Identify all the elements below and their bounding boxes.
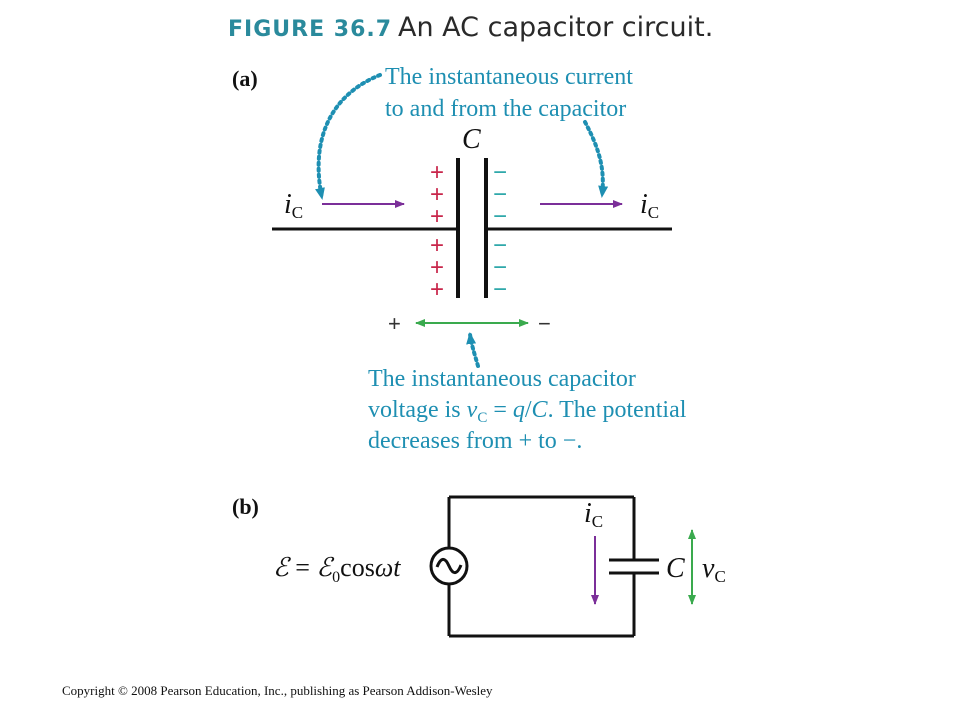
plus-charge: + [430,159,444,186]
voltage-minus-sign: − [538,311,551,336]
ac-source-icon [429,546,469,586]
copyright-notice: Copyright © 2008 Pearson Education, Inc.… [62,683,493,698]
current-label-left: iC [284,189,303,222]
figure-number: FIGURE 36.7 [228,17,392,42]
circuit-loop [447,495,636,638]
plus-charge: + [430,181,444,208]
current-pointer-right-arrow [583,120,609,198]
voltage-note-line2: voltage is vC = q/C. The potential [368,397,687,426]
positive-charges: + + + + + + [430,159,444,303]
minus-charge: − [493,181,507,208]
voltage-note-line1: The instantaneous capacitor [368,366,636,392]
minus-charge: − [493,254,507,281]
current-note-line1: The instantaneous current [385,64,633,90]
plus-charge: + [430,232,444,259]
part-a-label: (a) [232,66,258,91]
current-note-line2: to and from the capacitor [385,96,626,122]
capacitor-symbol [609,558,659,575]
plus-charge: + [430,276,444,303]
plus-charge: + [430,254,444,281]
voltage-note-line3: decreases from + to −. [368,428,582,454]
negative-charges: − − − − − − [493,159,507,303]
plus-charge: + [430,203,444,230]
emf-equation: ℰ = ℰ0cosωt [273,553,401,586]
voltage-label-b: vC [702,553,726,586]
voltage-pointer-arrow [466,332,480,368]
capacitor-label-a: C [462,124,481,155]
voltage-plus-sign: + [388,311,401,336]
capacitor-label-b: C [666,553,685,584]
current-label-right: iC [640,189,659,222]
minus-charge: − [493,159,507,186]
minus-charge: − [493,276,507,303]
current-pointer-left-arrow [315,73,382,200]
current-label-b: iC [584,498,603,531]
figure-title: An AC capacitor circuit. [398,12,713,43]
minus-charge: − [493,232,507,259]
part-b-label: (b) [232,494,259,519]
minus-charge: − [493,203,507,230]
